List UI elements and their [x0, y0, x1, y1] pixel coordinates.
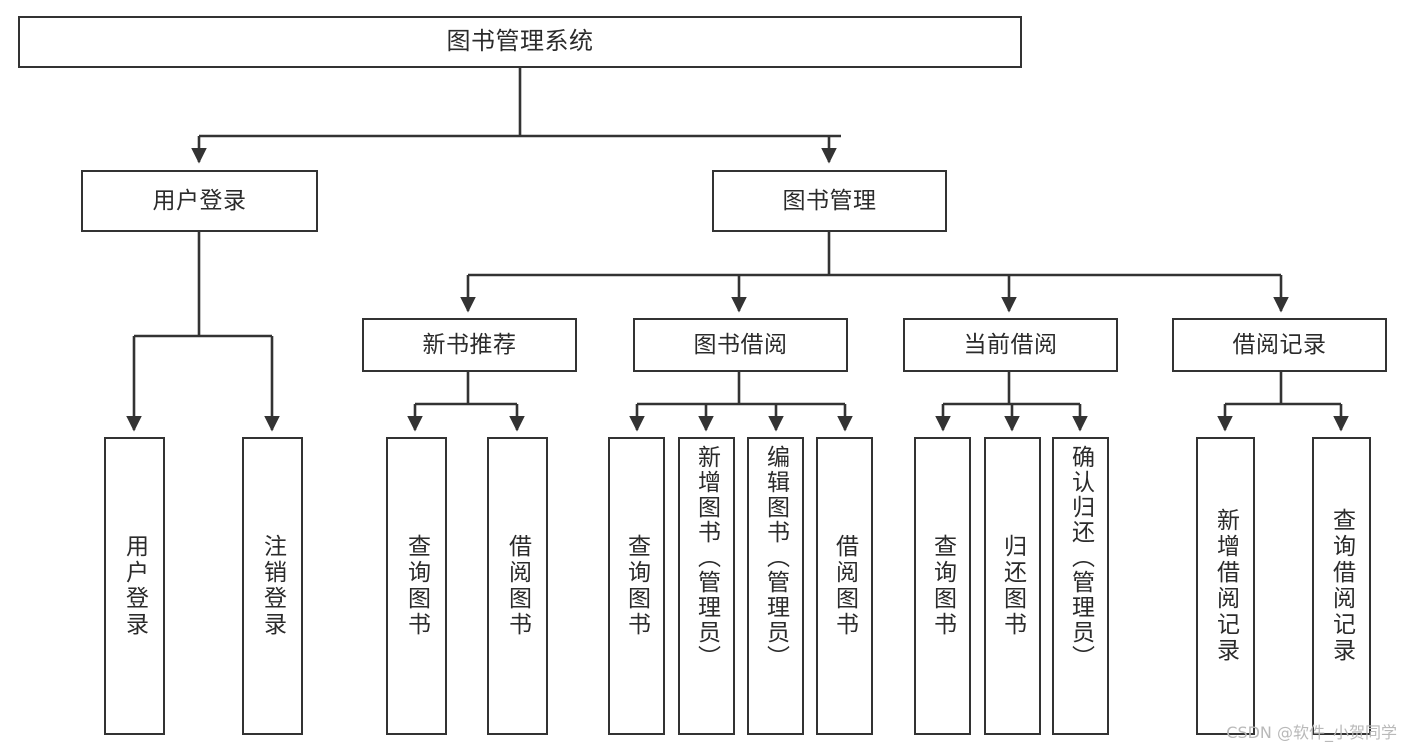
leaf-borrow-record-query[interactable]: 查询借阅记录 [1312, 437, 1371, 735]
leaf-current-borrow-return[interactable]: 归还图书 [984, 437, 1041, 735]
leaf-borrow-record-add[interactable]: 新增借阅记录 [1196, 437, 1255, 735]
csdn-watermark: CSDN @软件_小贺同学 [1226, 723, 1397, 742]
leaf-new-book-borrow[interactable]: 借阅图书 [487, 437, 548, 735]
leaf-book-borrow-borrow[interactable]: 借阅图书 [816, 437, 873, 735]
node-label: 查询图书 [929, 534, 956, 638]
node-new-book-recommend[interactable]: 新书推荐 [362, 318, 577, 372]
node-user-login[interactable]: 用户登录 [81, 170, 318, 232]
leaf-book-borrow-edit[interactable]: 编辑图书（管理员） [747, 437, 804, 735]
node-label: 编辑图书（管理员） [762, 445, 789, 670]
node-label: 归还图书 [999, 534, 1026, 638]
node-current-borrow[interactable]: 当前借阅 [903, 318, 1118, 372]
node-label: 查询借阅记录 [1328, 508, 1355, 664]
node-book-manage[interactable]: 图书管理 [712, 170, 947, 232]
node-label: 图书管理系统 [446, 27, 594, 56]
leaf-user-login-signin[interactable]: 用户登录 [104, 437, 165, 735]
node-label: 图书借阅 [693, 331, 788, 358]
node-label: 注销登录 [259, 534, 286, 638]
node-borrow-record[interactable]: 借阅记录 [1172, 318, 1387, 372]
node-label: 图书管理 [782, 187, 877, 214]
node-label: 新书推荐 [422, 331, 517, 358]
node-label: 用户登录 [152, 187, 247, 214]
node-label: 新增图书（管理员） [693, 445, 720, 670]
leaf-new-book-query[interactable]: 查询图书 [386, 437, 447, 735]
leaf-book-borrow-query[interactable]: 查询图书 [608, 437, 665, 735]
node-label: 查询图书 [403, 534, 430, 638]
leaf-current-borrow-confirm[interactable]: 确认归还（管理员） [1052, 437, 1109, 735]
node-label: 查询图书 [623, 534, 650, 638]
node-label: 用户登录 [121, 534, 148, 638]
node-label: 借阅记录 [1232, 331, 1327, 358]
node-label: 新增借阅记录 [1212, 508, 1239, 664]
node-label: 借阅图书 [504, 534, 531, 638]
node-root-system[interactable]: 图书管理系统 [18, 16, 1022, 68]
leaf-book-borrow-add[interactable]: 新增图书（管理员） [678, 437, 735, 735]
node-label: 借阅图书 [831, 534, 858, 638]
node-label: 当前借阅 [963, 331, 1058, 358]
node-label: 确认归还（管理员） [1067, 445, 1094, 670]
leaf-current-borrow-query[interactable]: 查询图书 [914, 437, 971, 735]
node-book-borrow[interactable]: 图书借阅 [633, 318, 848, 372]
leaf-user-login-signout[interactable]: 注销登录 [242, 437, 303, 735]
